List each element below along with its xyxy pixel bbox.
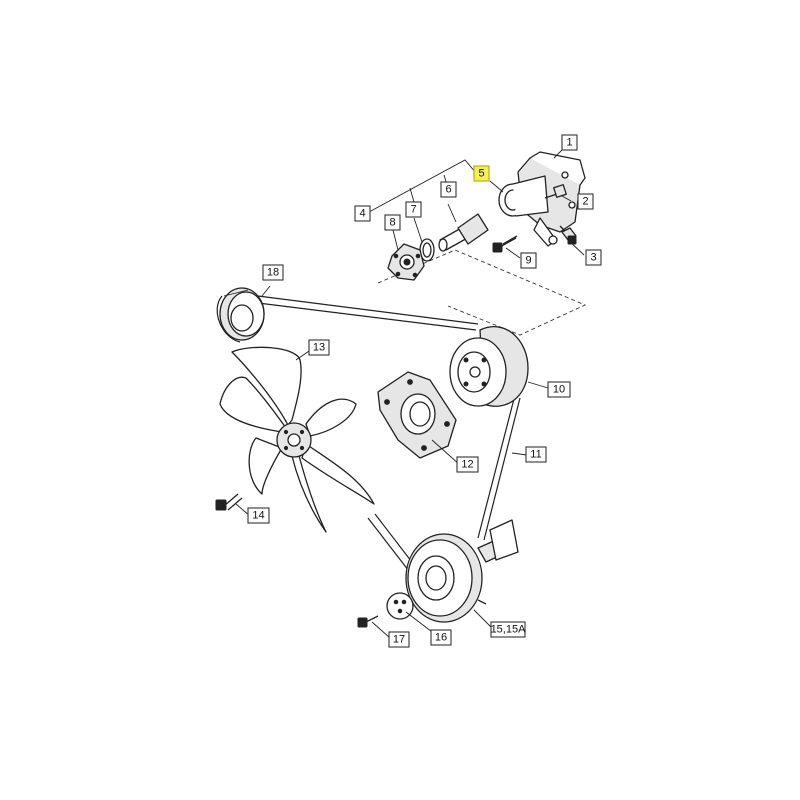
svg-text:17: 17 <box>393 634 405 646</box>
fan-13 <box>219 346 375 533</box>
callout-7[interactable]: 7 <box>405 201 422 218</box>
svg-text:18: 18 <box>267 267 279 279</box>
svg-text:15,15A: 15,15A <box>491 624 527 636</box>
callout-11[interactable]: 11 <box>525 446 547 463</box>
spacer-12 <box>377 371 457 459</box>
belt-system <box>216 295 521 576</box>
pump-housing <box>377 151 587 336</box>
callouts: 1 2 3 4 5 6 7 8 <box>247 134 602 648</box>
callout-3[interactable]: 3 <box>585 249 602 266</box>
callout-16[interactable]: 16 <box>430 629 452 646</box>
callout-8[interactable]: 8 <box>384 214 401 231</box>
pulley-18 <box>219 287 265 341</box>
svg-text:13: 13 <box>313 342 325 354</box>
callout-17[interactable]: 17 <box>388 631 410 648</box>
callout-14[interactable]: 14 <box>247 507 270 524</box>
callout-10[interactable]: 10 <box>547 381 571 398</box>
bolt-2 <box>544 184 567 199</box>
callout-6[interactable]: 6 <box>440 181 457 198</box>
svg-text:12: 12 <box>461 459 473 471</box>
bolt-9 <box>492 235 518 253</box>
svg-text:6: 6 <box>445 184 451 196</box>
svg-text:4: 4 <box>359 208 365 220</box>
svg-text:3: 3 <box>590 252 596 264</box>
seal-7 <box>419 238 435 262</box>
svg-text:2: 2 <box>582 196 588 208</box>
svg-text:16: 16 <box>435 632 447 644</box>
callout-13[interactable]: 13 <box>308 339 330 356</box>
svg-text:5: 5 <box>478 168 484 180</box>
callout-2[interactable]: 2 <box>577 193 594 210</box>
callout-9[interactable]: 9 <box>520 252 537 269</box>
callout-18[interactable]: 18 <box>262 264 284 281</box>
svg-text:9: 9 <box>525 255 531 267</box>
pulley-10 <box>449 326 529 407</box>
svg-text:8: 8 <box>389 217 395 229</box>
svg-text:1: 1 <box>566 137 572 149</box>
callout-12[interactable]: 12 <box>456 456 479 473</box>
impeller-8 <box>387 243 425 281</box>
bolt-17 <box>357 615 379 628</box>
callout-1[interactable]: 1 <box>561 134 578 151</box>
bolt-3 <box>559 225 577 245</box>
washer-16 <box>386 592 414 620</box>
svg-text:14: 14 <box>252 510 264 522</box>
svg-text:7: 7 <box>410 204 416 216</box>
bolt-14 <box>215 493 243 511</box>
callout-5[interactable]: 5 <box>473 165 490 182</box>
svg-text:10: 10 <box>553 384 565 396</box>
crank-pulley-15 <box>405 519 519 623</box>
callout-4[interactable]: 4 <box>354 205 371 222</box>
callout-15-15a[interactable]: 15,15A <box>490 621 527 638</box>
shaft-6 <box>438 213 489 252</box>
svg-text:11: 11 <box>530 449 541 461</box>
